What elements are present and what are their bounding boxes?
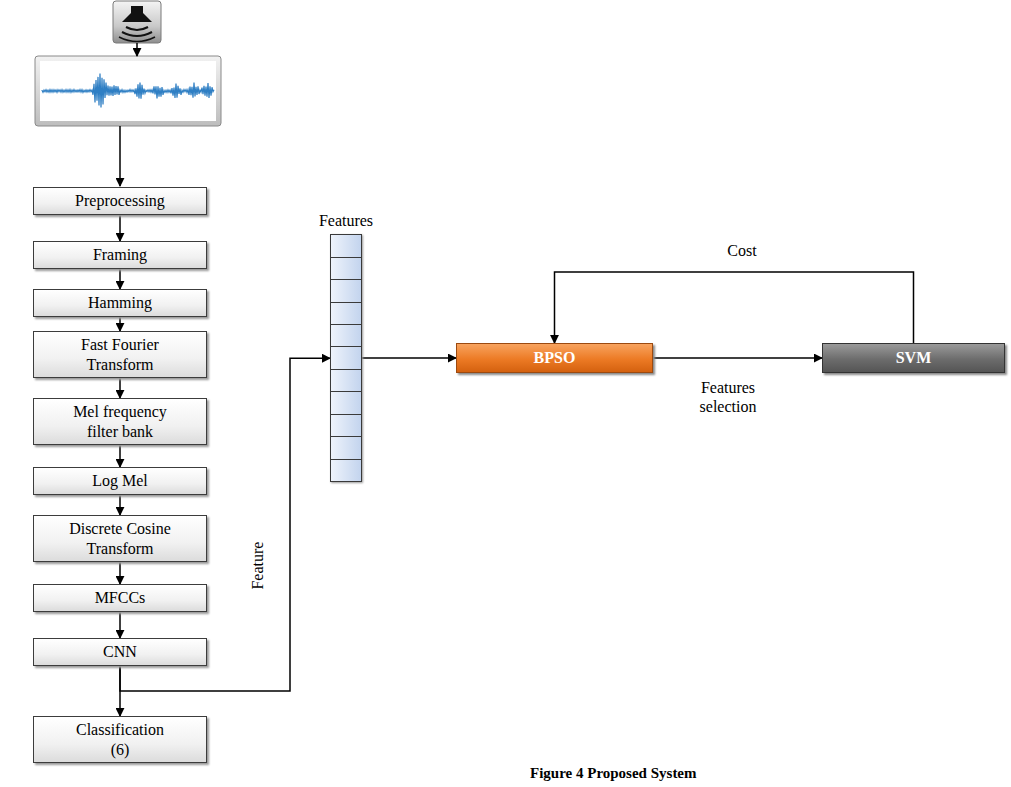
flow-arrow bbox=[119, 445, 121, 467]
feature-vector-label: Features bbox=[319, 211, 373, 230]
edge-label: Cost bbox=[712, 241, 772, 260]
process-box: Preprocessing bbox=[33, 187, 207, 215]
speaker-icon bbox=[113, 1, 161, 43]
box-label: Fast Fourier Transform bbox=[60, 335, 180, 373]
box-label: Classification (6) bbox=[70, 720, 170, 758]
figure-caption: Figure 4 Proposed System bbox=[530, 764, 697, 782]
feature-cell bbox=[331, 235, 361, 257]
box-label: Log Mel bbox=[92, 471, 148, 490]
box-label: CNN bbox=[103, 642, 137, 661]
edge-label: Features selection bbox=[682, 378, 774, 416]
process-box: Hamming bbox=[33, 289, 207, 317]
process-box: MFCCs bbox=[33, 584, 207, 612]
flow-arrow bbox=[362, 357, 456, 359]
box-label: BPSO bbox=[534, 348, 576, 367]
flow-arrow bbox=[119, 562, 121, 584]
classifier-box: SVM bbox=[822, 343, 1005, 373]
waveform-panel bbox=[35, 56, 221, 126]
flow-arrow bbox=[119, 378, 121, 398]
feature-cell bbox=[331, 460, 361, 481]
process-box: Classification (6) bbox=[33, 716, 207, 763]
feature-vector: Features bbox=[313, 211, 379, 482]
feature-cell bbox=[331, 303, 361, 325]
flow-arrow bbox=[119, 269, 121, 289]
feature-cell bbox=[331, 392, 361, 414]
box-label: MFCCs bbox=[95, 588, 146, 607]
box-label: Framing bbox=[93, 245, 147, 264]
process-box: Mel frequency filter bank bbox=[33, 398, 207, 445]
feature-cell bbox=[331, 258, 361, 280]
box-label: Preprocessing bbox=[75, 191, 165, 210]
input-arrow bbox=[136, 43, 138, 56]
flow-arrow bbox=[119, 495, 121, 515]
flow-arrow bbox=[555, 272, 914, 343]
process-box: Discrete Cosine Transform bbox=[33, 515, 207, 562]
feature-cell bbox=[331, 325, 361, 347]
box-label: Mel frequency filter bank bbox=[60, 402, 180, 440]
feature-cell bbox=[331, 370, 361, 392]
feature-cell bbox=[331, 415, 361, 437]
flow-arrow bbox=[119, 215, 121, 241]
flow-arrow bbox=[119, 612, 121, 638]
process-box: Fast Fourier Transform bbox=[33, 331, 207, 378]
flow-arrow bbox=[653, 357, 822, 359]
optimizer-box: BPSO bbox=[456, 343, 653, 373]
box-label: Discrete Cosine Transform bbox=[50, 519, 190, 557]
box-label: Hamming bbox=[88, 293, 152, 312]
feature-cell bbox=[331, 437, 361, 459]
waveform bbox=[42, 73, 214, 107]
flow-arrow bbox=[119, 317, 121, 331]
feature-cell bbox=[331, 280, 361, 302]
process-box: Framing bbox=[33, 241, 207, 269]
box-label: SVM bbox=[896, 348, 932, 367]
process-box: Log Mel bbox=[33, 467, 207, 495]
edge-label: Feature bbox=[248, 534, 267, 598]
input-arrow bbox=[119, 126, 121, 186]
feature-column bbox=[330, 234, 362, 482]
feature-cell bbox=[331, 347, 361, 369]
process-box: CNN bbox=[33, 638, 207, 666]
